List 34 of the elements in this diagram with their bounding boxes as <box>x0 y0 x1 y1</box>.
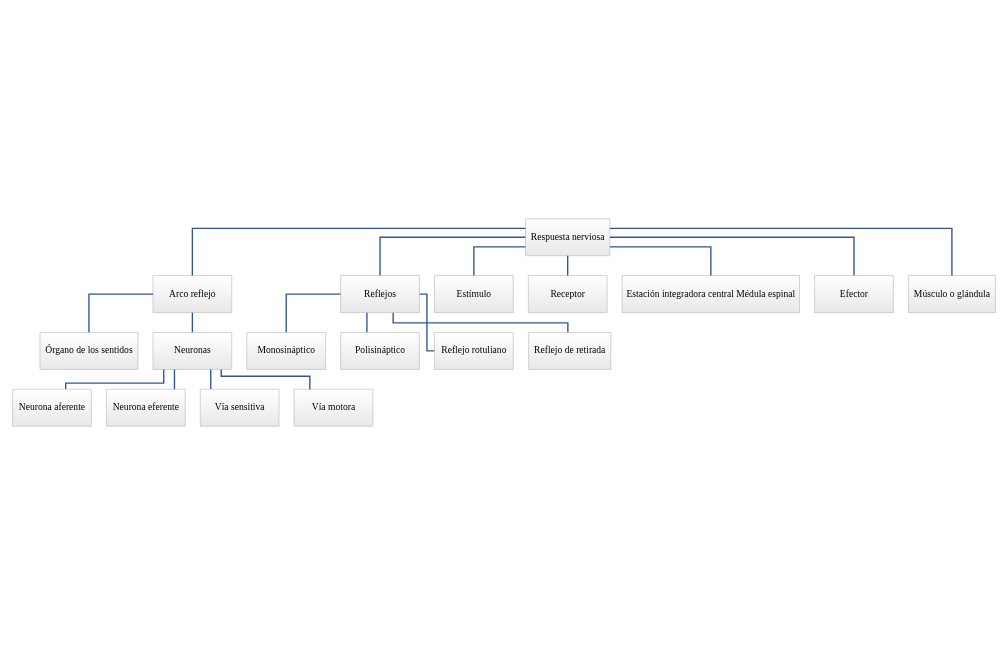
node-box: Arco reflejo <box>152 275 233 313</box>
node-box: Efector <box>814 275 894 313</box>
node-box: Neurona eferente <box>106 388 186 427</box>
connector <box>379 236 527 277</box>
node-box: Reflejos <box>340 275 420 313</box>
connector <box>418 293 435 352</box>
node-box: Órgano de los sentidos <box>39 332 139 370</box>
connector <box>567 255 569 277</box>
node-box: Vía sensitiva <box>199 388 280 427</box>
node-box: Monosináptico <box>246 332 326 370</box>
node-box: Respuesta nerviosa <box>525 218 611 257</box>
node-box: Reflejo rotuliano <box>434 332 514 370</box>
connector <box>609 227 953 277</box>
node-box: Polisináptico <box>340 332 420 370</box>
connector <box>191 312 194 333</box>
connector <box>609 236 855 277</box>
connector <box>609 246 712 277</box>
node-box: Músculo o glándula <box>908 275 996 313</box>
node-box: Estación integradora central Médula espinal <box>621 275 800 313</box>
connector <box>392 312 569 334</box>
connector <box>191 227 527 277</box>
node-box: Reflejo de retirada <box>528 332 612 370</box>
connector <box>173 368 176 390</box>
connector <box>366 312 368 333</box>
connector <box>210 368 212 390</box>
node-box: Neuronas <box>152 332 233 370</box>
node-box: Estímulo <box>434 275 514 313</box>
connector <box>88 293 154 333</box>
node-box: Receptor <box>527 275 608 313</box>
connector <box>65 368 165 390</box>
connector <box>285 293 342 333</box>
connector <box>473 246 527 277</box>
node-box: Vía motora <box>293 388 374 427</box>
node-box: Neurona aferente <box>12 388 92 427</box>
